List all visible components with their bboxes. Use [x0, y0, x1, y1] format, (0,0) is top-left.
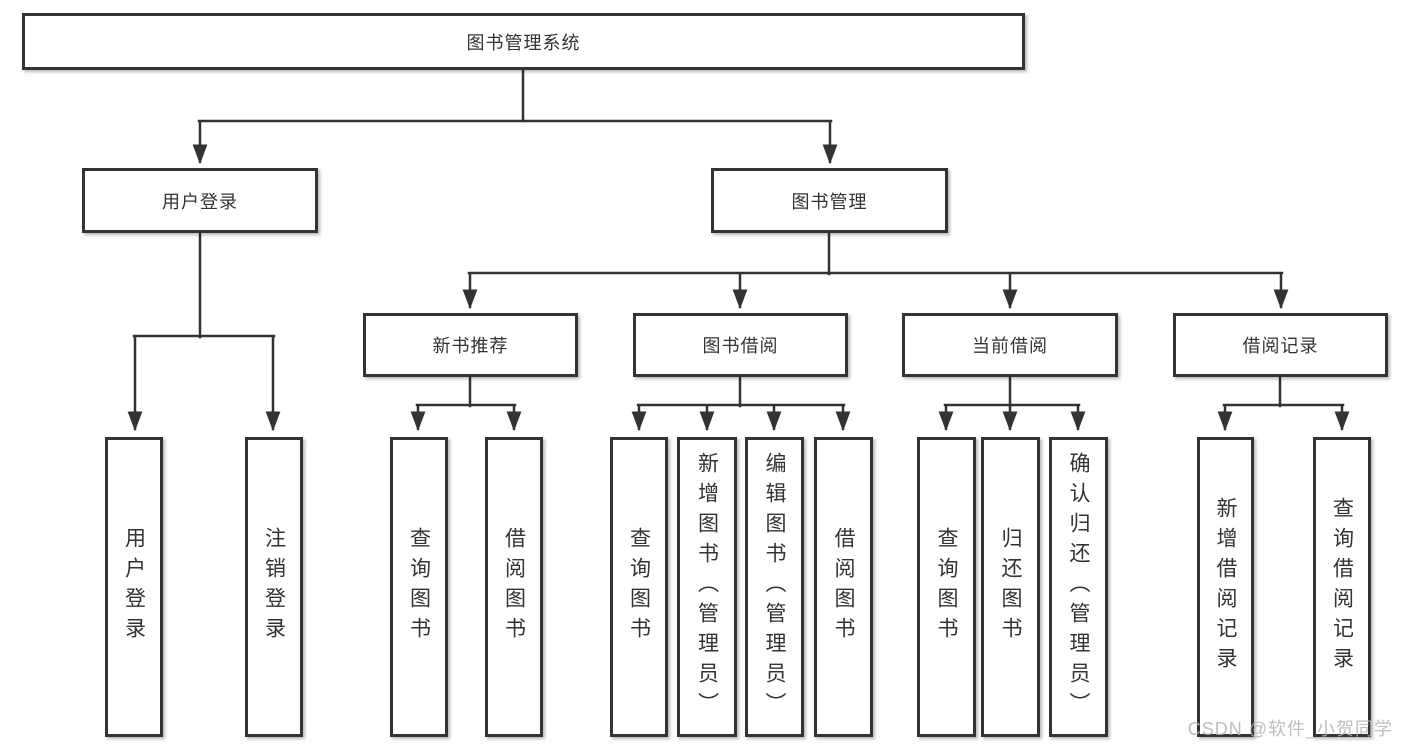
- leaf-query-borrow-record: 查询借阅记录: [1313, 437, 1371, 737]
- node-book-borrow: 图书借阅: [633, 313, 848, 377]
- csdn-watermark: CSDN @软件_小贺同学: [1187, 719, 1393, 739]
- leaf-add-book-admin: 新增图书（管理员）: [677, 437, 737, 737]
- node-book-management: 图书管理: [711, 168, 948, 233]
- leaf-borrow-books: 借阅图书: [814, 437, 873, 737]
- node-current-borrow: 当前借阅: [902, 313, 1118, 377]
- node-user-login: 用户登录: [82, 168, 318, 233]
- leaf-borrow-books-recommend: 借阅图书: [485, 437, 543, 737]
- leaf-add-borrow-record: 新增借阅记录: [1197, 437, 1254, 737]
- node-borrow-records: 借阅记录: [1173, 313, 1388, 377]
- leaf-query-books-current: 查询图书: [917, 437, 976, 737]
- node-root: 图书管理系统: [22, 13, 1025, 70]
- leaf-query-books-borrow: 查询图书: [610, 437, 668, 737]
- leaf-return-book: 归还图书: [981, 437, 1040, 737]
- leaf-query-books-recommend: 查询图书: [390, 437, 448, 737]
- leaf-user-login: 用户登录: [105, 437, 163, 737]
- leaf-confirm-return-admin: 确认归还（管理员）: [1049, 437, 1108, 737]
- leaf-edit-book-admin: 编辑图书（管理员）: [745, 437, 804, 737]
- leaf-logout: 注销登录: [245, 437, 303, 737]
- node-new-book-recommend: 新书推荐: [363, 313, 578, 377]
